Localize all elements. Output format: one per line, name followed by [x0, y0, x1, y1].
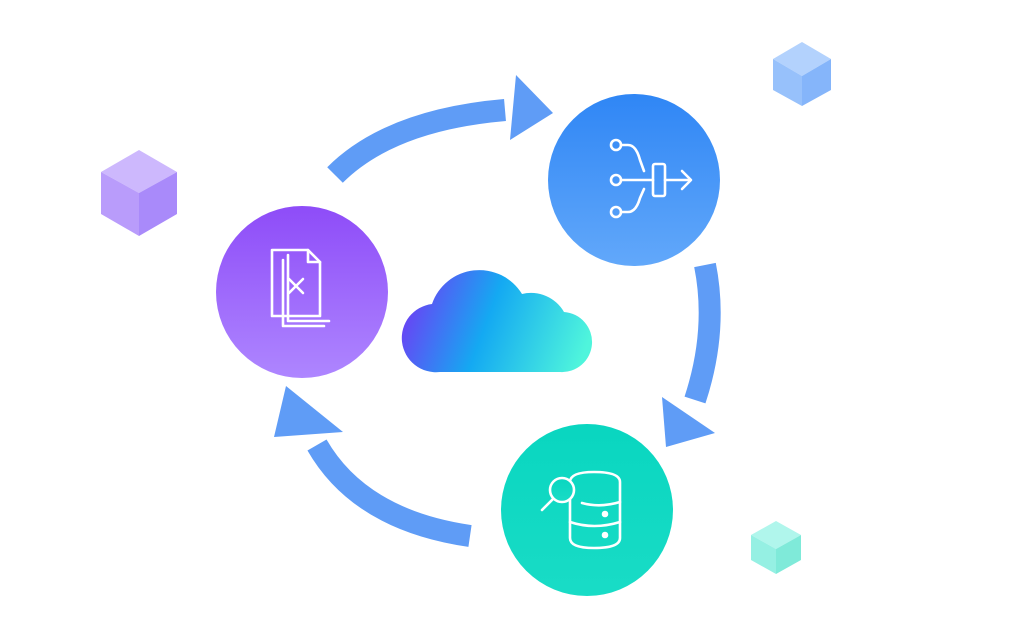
- cube-blue: [773, 42, 831, 106]
- cube-teal: [751, 521, 801, 574]
- arrow-documents-to-pipeline: [327, 75, 553, 183]
- pipeline-node[interactable]: [548, 94, 720, 266]
- cloud-icon: [401, 270, 593, 373]
- document-x-stack-icon: [270, 248, 331, 328]
- cube-purple: [101, 150, 177, 236]
- merge-flow-icon: [609, 138, 693, 219]
- documents-node[interactable]: [216, 206, 388, 378]
- arrow-pipeline-to-database: [662, 262, 721, 447]
- arrow-database-to-documents: [274, 386, 472, 547]
- database-node[interactable]: [501, 424, 673, 596]
- database-search-icon: [540, 470, 622, 550]
